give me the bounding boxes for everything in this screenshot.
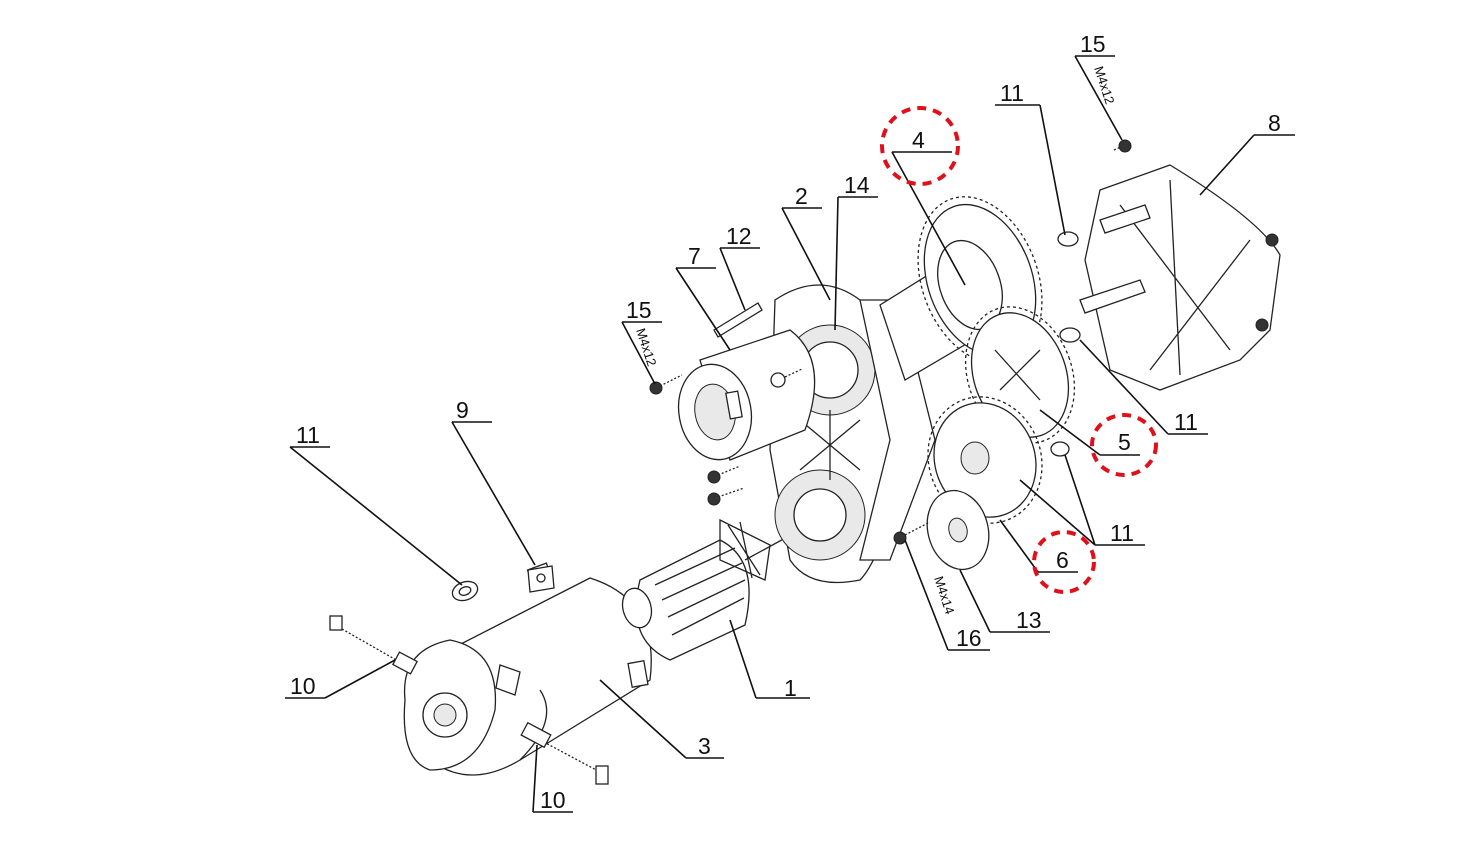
part-spacer-ring [926,489,990,571]
spec-screw-bottom: M4x14 [931,574,957,616]
spec-screw-top: M4x12 [1091,64,1117,106]
label-2: 2 [795,183,808,209]
part-brush-spring-upper [329,615,418,675]
label-8: 8 [1268,110,1281,136]
part-small-gear [927,396,1043,524]
part-brush-spring-lower [520,721,609,785]
label-15-top: 15 [1080,31,1106,57]
label-9: 9 [456,397,469,423]
part-bearing-sleeve [677,329,816,461]
part-pin [713,302,763,338]
part-gearbox-cover [1079,164,1281,391]
part-screw-top [1113,139,1132,153]
label-12: 12 [726,223,752,249]
part-washer-left [451,580,479,602]
label-14: 14 [844,172,870,198]
label-11-right: 11 [1174,409,1198,435]
highlight-ring-5 [1090,413,1158,477]
label-15-middle: 15 [626,297,652,323]
label-1: 1 [784,675,797,701]
spec-screw-middle: M4x12 [633,326,659,368]
label-6: 6 [1056,547,1069,573]
part-screws-lower [707,368,803,506]
label-10-lower: 10 [540,787,566,813]
label-5: 5 [1118,429,1131,455]
label-4: 4 [912,127,925,153]
part-motor-housing [403,562,652,776]
part-screw-bottom [893,521,931,545]
part-washers-right [1050,231,1081,457]
part-screw-middle [649,374,683,395]
label-11-top: 11 [1000,80,1024,106]
label-11-bottom: 11 [1110,520,1134,546]
part-armature [621,518,801,661]
label-3: 3 [698,733,711,759]
part-clip [527,565,555,593]
highlight-ring-4 [880,106,960,186]
label-10-upper: 10 [290,673,316,699]
label-11-left: 11 [296,422,320,448]
label-7: 7 [688,243,701,269]
highlight-ring-6 [1032,530,1096,594]
label-13: 13 [1016,607,1042,633]
leader-lines [285,55,1295,813]
label-16: 16 [956,625,982,651]
